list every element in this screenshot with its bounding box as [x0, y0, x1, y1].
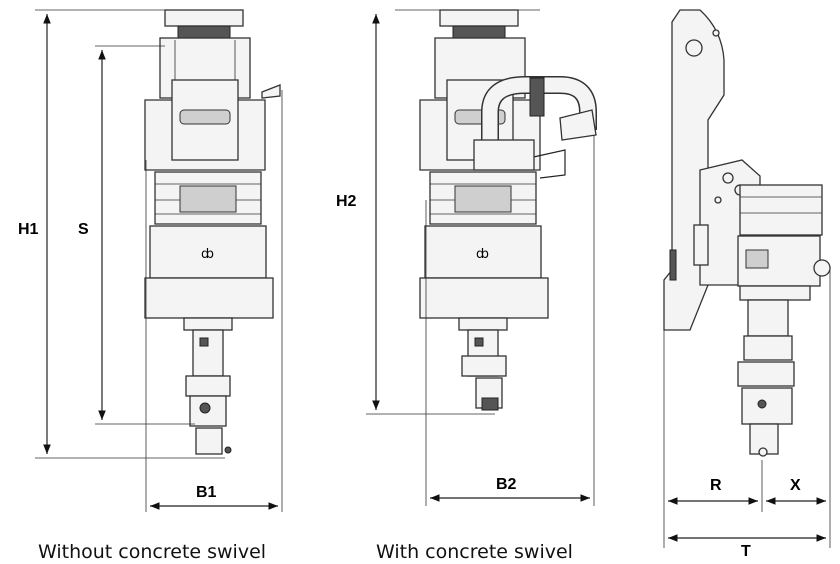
dim-h1: H1	[18, 221, 39, 238]
dim-b2: B2	[496, 476, 517, 493]
dim-s: S	[78, 221, 89, 238]
front-view-with-swivel: ȸ	[419, 9, 597, 411]
dim-r: R	[710, 477, 722, 494]
dim-b1: B1	[196, 484, 217, 501]
dim-x: X	[790, 477, 801, 494]
left-dimension-lines	[35, 9, 283, 512]
svg-text:ȸ: ȸ	[476, 247, 489, 262]
right-dimension-lines	[663, 270, 831, 548]
svg-text:ȸ: ȸ	[201, 247, 214, 262]
caption-with-swivel: With concrete swivel	[376, 541, 573, 563]
caption-without-swivel: Without concrete swivel	[38, 541, 266, 563]
side-view	[663, 9, 831, 457]
dim-t: T	[741, 543, 751, 560]
dim-h2: H2	[336, 193, 357, 210]
front-view-without-swivel: ȸ	[144, 9, 281, 455]
middle-dimension-lines	[366, 9, 595, 506]
